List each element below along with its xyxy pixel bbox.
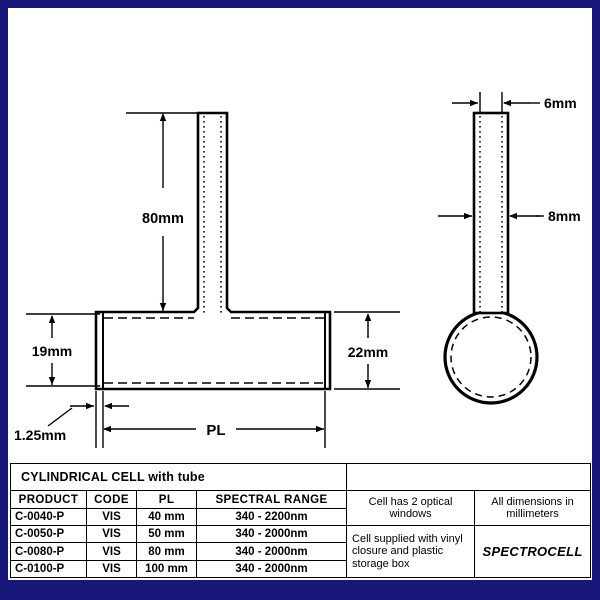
table-row: C-0050-P VIS 50 mm 340 - 2000nm Cell sup… — [10, 525, 592, 578]
title-block-spacer — [346, 462, 592, 492]
end-view-body-bore — [450, 316, 532, 398]
drawing-area: 80mm 19mm 22mm — [8, 8, 592, 463]
cell-pl: 50 mm — [136, 525, 197, 544]
cell-product: C-0100-P — [10, 559, 87, 579]
col-header-spectral-range: SPECTRAL RANGE — [195, 490, 348, 509]
cell-product: C-0050-P — [10, 525, 87, 544]
cell-code: VIS — [86, 507, 137, 527]
dim-label-22mm: 22mm — [348, 344, 388, 360]
dim-label-19mm: 19mm — [32, 343, 72, 359]
col-header-code: CODE — [86, 490, 137, 509]
title-block-title-row: CYLINDRICAL CELL with tube — [9, 462, 592, 492]
table-row: C-0100-P VIS 100 mm 340 - 2000nm — [10, 559, 591, 579]
table-header-row: PRODUCT CODE PL SPECTRAL RANGE Cell has … — [10, 490, 592, 527]
drawing-sheet: 80mm 19mm 22mm — [8, 8, 592, 580]
cell-code: VIS — [86, 525, 137, 544]
dim-tube-length-80mm — [126, 112, 200, 311]
dim-label-80mm: 80mm — [142, 211, 184, 227]
cell-product: C-0040-P — [10, 507, 87, 527]
end-view-body-circle — [443, 309, 539, 405]
side-view-tube-bore — [203, 116, 222, 316]
side-view-hidden-lines — [104, 317, 324, 384]
title-block-table: CYLINDRICAL CELL with tube PRODUCT CODE … — [9, 462, 592, 579]
cell-pl: 100 mm — [136, 559, 197, 579]
cell-code: VIS — [86, 559, 137, 579]
cell-pl: 80 mm — [136, 542, 197, 561]
side-view-optical-windows — [102, 313, 326, 388]
cell-spectral-range: 340 - 2200nm — [195, 507, 348, 527]
brand-logo: SPECTROCELL — [474, 525, 592, 578]
dim-wall-thickness-1p25mm — [47, 402, 129, 427]
col-header-pl: PL — [136, 490, 197, 509]
dim-outer-height-22mm — [334, 311, 400, 390]
end-view-tube-outline — [472, 111, 510, 315]
table-row: C-0080-P VIS 80 mm 340 - 2000nm — [10, 542, 591, 561]
dim-label-6mm: 6mm — [544, 95, 577, 111]
cell-code: VIS — [86, 542, 137, 561]
dim-inner-height-19mm — [26, 313, 100, 387]
cell-pl: 40 mm — [136, 507, 197, 527]
cell-spectral-range: 340 - 2000nm — [195, 559, 348, 579]
side-view-cell-outline — [94, 111, 332, 391]
note-optical-windows: Cell has 2 optical windows — [346, 490, 476, 527]
dim-label-8mm: 8mm — [548, 208, 581, 224]
drawing-title: CYLINDRICAL CELL with tube — [9, 462, 348, 492]
dim-label-1p25mm: 1.25mm — [14, 427, 66, 443]
cell-spectral-range: 340 - 2000nm — [195, 525, 348, 544]
cell-product: C-0080-P — [10, 542, 87, 561]
note-units: All dimensions in millimeters — [474, 490, 592, 527]
pl-extension-lines — [95, 391, 326, 448]
col-header-product: PRODUCT — [10, 490, 87, 509]
dim-tube-bore-6mm — [452, 92, 540, 112]
end-view-tube-bore — [479, 116, 503, 315]
dim-label-pl: PL — [206, 422, 225, 439]
technical-drawing-svg: 80mm 19mm 22mm — [14, 92, 581, 448]
note-supplied-with: Cell supplied with vinyl closure and pla… — [346, 525, 476, 578]
cell-spectral-range: 340 - 2000nm — [195, 542, 348, 561]
